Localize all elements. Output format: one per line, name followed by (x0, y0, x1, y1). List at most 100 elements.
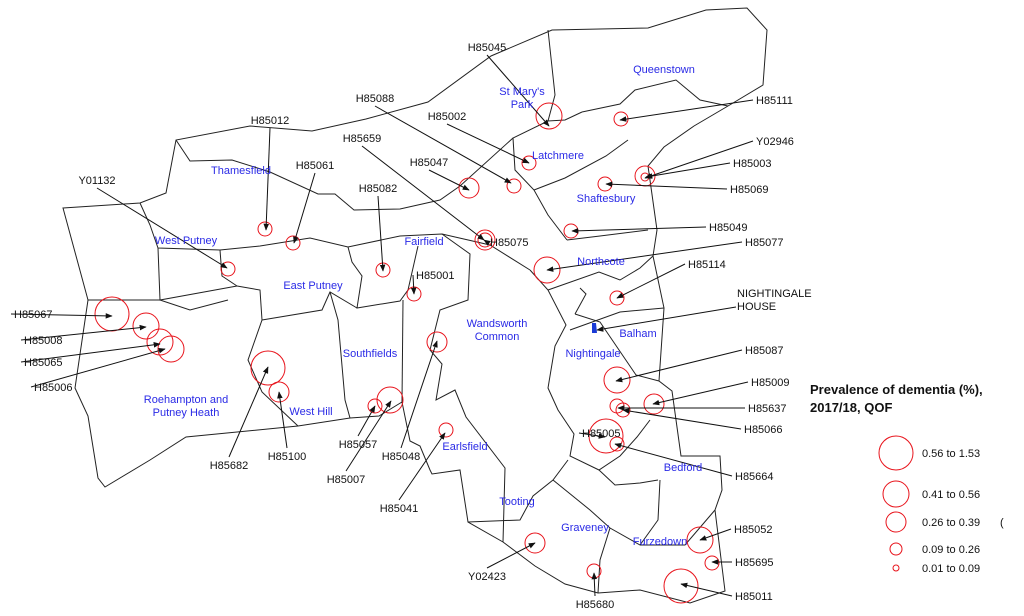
leader-line-h85041 (398, 432, 446, 501)
practice-label-h85057: H85057 (339, 439, 378, 451)
practice-label-h85049: H85049 (709, 222, 748, 234)
ward-boundary-2 (547, 29, 583, 122)
ward-boundary-17 (569, 307, 665, 331)
leader-line-y01132 (96, 187, 228, 269)
practice-label-y02946: Y02946 (756, 136, 794, 148)
leader-line-h85048 (400, 340, 438, 449)
practice-circle-h85045 (535, 102, 563, 130)
ward-label-latchmere: Latchmere (532, 150, 584, 162)
leader-line-h85006 (30, 348, 166, 388)
practice-label-h85007: H85007 (327, 474, 366, 486)
leader-line-h85047 (428, 169, 470, 191)
practice-label-h85006: H85006 (34, 382, 73, 394)
legend-circle-1 (878, 435, 914, 471)
leader-line-y02423 (486, 542, 536, 569)
leader-line-h85045 (486, 54, 550, 127)
practice-label-h85664: H85664 (735, 471, 774, 483)
practice-circle-h85008 (132, 312, 160, 340)
practice-label-h85041: H85041 (380, 503, 419, 515)
practice-circle-h85065 (146, 328, 174, 356)
ward-boundary-15 (598, 469, 659, 486)
legend-circle-4 (889, 542, 903, 556)
leader-line-h85009 (652, 381, 749, 406)
practice-label-h85048: H85048 (382, 451, 421, 463)
practice-label-h85637: H85637 (748, 403, 787, 415)
legend-circle-3 (885, 511, 907, 533)
leader-line-h85057 (357, 405, 376, 437)
ward-boundary-21 (329, 291, 351, 419)
practice-label-h85052: H85052 (734, 524, 773, 536)
practice-label-h85680: H85680 (576, 599, 615, 611)
legend-circle-2 (882, 480, 910, 508)
ward-label-southfields: Southfields (343, 348, 398, 360)
practice-label-h85695: H85695 (735, 557, 774, 569)
leader-line-h85066 (622, 408, 742, 430)
leader-line-h85111 (619, 99, 754, 122)
practice-circle-h85100 (268, 381, 290, 403)
ward-boundary-22 (157, 247, 238, 301)
ward-boundary-26 (552, 479, 661, 546)
ward-boundary-4 (512, 120, 568, 241)
leader-line-h85049 (571, 226, 707, 234)
ward-boundary-9 (219, 249, 238, 287)
leader-line-h85061 (293, 172, 316, 244)
leader-line-h85077 (546, 241, 743, 272)
leader-line-h85002 (446, 123, 530, 164)
ward-boundary-24 (159, 299, 229, 311)
ward-label-thamesfield: Thamesfield (211, 165, 271, 177)
ward-boundary-28 (640, 509, 716, 546)
practice-circle-h85087 (603, 366, 631, 394)
legend-label-1: 0.56 to 1.53 (922, 448, 980, 460)
ward-label-northcote: Northcote (577, 256, 625, 268)
practice-label-h85114: H85114 (688, 259, 726, 271)
legend-title: Prevalence of dementia (%),2017/18, QOF (810, 382, 983, 415)
practice-label-h85066: H85066 (744, 424, 783, 436)
practice-circle-h85011 (663, 568, 699, 604)
leader-line-h85065 (20, 342, 161, 363)
practice-label-h85067: H85067 (14, 309, 53, 321)
practice-label-h85001: H85001 (416, 270, 455, 282)
leader-line-h85114 (616, 263, 686, 299)
ward-boundary-16 (547, 255, 654, 291)
practice-circle-h85695 (704, 555, 720, 571)
practice-label-h85061: H85061 (296, 160, 335, 172)
leader-line-h85682 (228, 366, 269, 458)
practice-label-h85659: H85659 (343, 133, 382, 145)
practice-label-h85088: H85088 (356, 93, 395, 105)
ward-boundary-5 (566, 229, 649, 241)
ward-label-nightingale: Nightingale (565, 348, 620, 360)
practice-circle-h85659 (474, 229, 496, 251)
ward-boundary-1 (62, 7, 768, 604)
leader-line-h85001 (410, 274, 417, 295)
legend-circle-5 (892, 564, 900, 572)
practice-label-h85087: H85087 (745, 345, 784, 357)
ward-boundary-27 (597, 527, 611, 594)
legend-label-5: 0.01 to 0.09 (922, 563, 980, 575)
leader-lines (10, 54, 754, 597)
ward-boundary-20 (261, 291, 358, 321)
practice-label-h85008: H85008 (24, 335, 63, 347)
practice-circle-h85057 (367, 398, 383, 414)
practice-label-h85682: H85682 (210, 460, 249, 472)
ward-boundary-19 (236, 285, 299, 427)
practice-label-h85009: H85009 (751, 377, 790, 389)
practice-circle-h85007 (376, 386, 404, 414)
practice-label-h85077: H85077 (745, 237, 784, 249)
practice-label-h85045: H85045 (468, 42, 507, 54)
leader-line-h85087 (615, 349, 743, 383)
ward-boundary-25 (467, 459, 569, 523)
ward-label-fairfield: Fairfield (404, 236, 443, 248)
ward-boundary-7 (175, 137, 514, 211)
practice-circle-h85047 (458, 177, 480, 199)
practice-label-h85082: H85082 (359, 183, 398, 195)
leader-line-h85008 (20, 324, 147, 341)
leader-line-h85003 (645, 162, 731, 179)
practice-circles (94, 102, 720, 604)
ward-label-shaftesbury: Shaftesbury (577, 193, 636, 205)
leader-line-h85011 (680, 582, 733, 597)
legend-stray-mark: ( (1000, 517, 1004, 529)
practice-circle-h85009 (643, 393, 665, 415)
